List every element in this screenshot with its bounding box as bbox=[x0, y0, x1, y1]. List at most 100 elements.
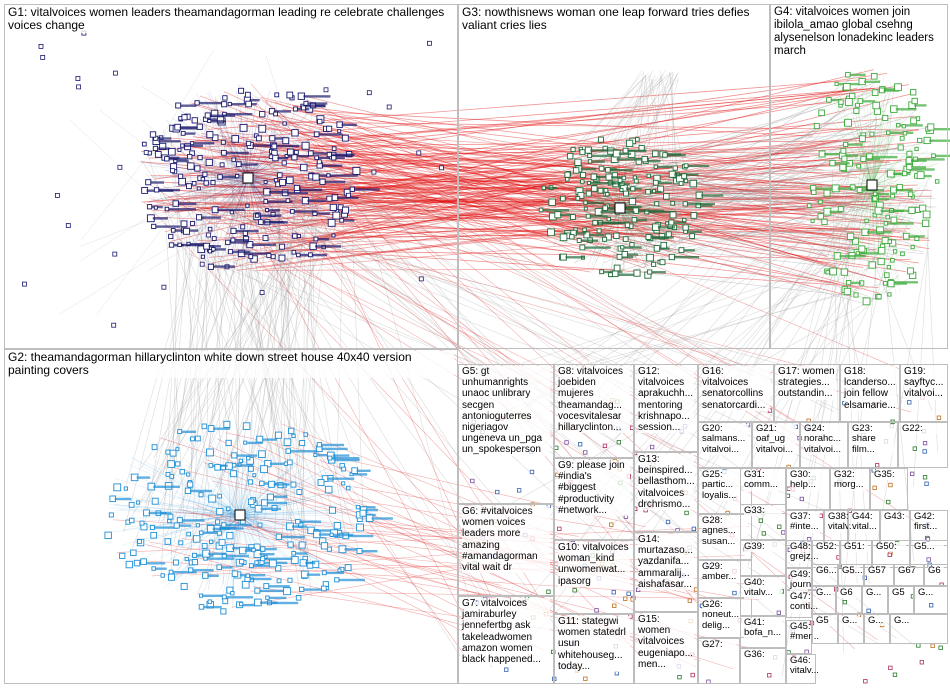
node bbox=[564, 171, 571, 178]
edge bbox=[247, 177, 293, 260]
node bbox=[314, 155, 319, 161]
group-label-g50: G50: bbox=[876, 541, 906, 553]
node bbox=[866, 608, 871, 613]
edge bbox=[228, 441, 241, 516]
edge bbox=[351, 159, 625, 239]
node-label bbox=[240, 163, 258, 166]
edge bbox=[830, 184, 873, 241]
node bbox=[317, 479, 325, 487]
group-panel-g30: G30: help... bbox=[786, 468, 830, 510]
edge bbox=[823, 118, 873, 186]
node bbox=[426, 40, 432, 46]
edge bbox=[153, 167, 248, 291]
edge bbox=[223, 197, 581, 205]
node bbox=[242, 230, 248, 236]
edge bbox=[152, 177, 249, 207]
group-panel-g5: G5: gt unhumanrights unaoc unlibrary sec… bbox=[458, 364, 554, 504]
node bbox=[287, 541, 294, 548]
edge bbox=[206, 120, 919, 131]
edge bbox=[871, 184, 885, 294]
node bbox=[538, 207, 544, 213]
node bbox=[135, 500, 141, 505]
edge bbox=[191, 169, 217, 470]
node bbox=[623, 190, 629, 197]
edge bbox=[239, 464, 295, 516]
edge bbox=[126, 162, 335, 526]
edge bbox=[203, 121, 295, 478]
node-label bbox=[260, 601, 278, 604]
edge bbox=[592, 88, 881, 183]
node-label bbox=[859, 252, 882, 255]
edge bbox=[246, 140, 249, 179]
node-label bbox=[208, 552, 227, 555]
edge bbox=[198, 125, 241, 560]
node bbox=[327, 455, 333, 461]
edge bbox=[247, 177, 324, 236]
node-label bbox=[575, 232, 587, 235]
node bbox=[231, 135, 239, 143]
node-label bbox=[909, 168, 935, 171]
node bbox=[140, 558, 147, 565]
edge bbox=[237, 209, 646, 229]
node bbox=[611, 590, 616, 595]
group-label-g20: G20: salmans... vitalvoi... bbox=[702, 423, 748, 456]
node bbox=[248, 563, 254, 569]
group-panel-g36: G36: bbox=[740, 648, 786, 684]
node bbox=[55, 192, 60, 198]
node-label bbox=[168, 157, 188, 161]
edge bbox=[619, 142, 650, 209]
group-panel-g40: G40: vitalv... bbox=[740, 576, 786, 616]
edge bbox=[161, 493, 241, 516]
node bbox=[279, 243, 286, 250]
edge bbox=[194, 112, 249, 179]
node-label bbox=[184, 144, 203, 147]
edge bbox=[671, 71, 674, 204]
node bbox=[337, 129, 342, 134]
node-label bbox=[203, 594, 227, 597]
edge bbox=[144, 99, 218, 527]
node-label bbox=[688, 164, 710, 168]
edge bbox=[239, 497, 295, 516]
group-label-g15: G15: women vitalvoices eugeniapo... men.… bbox=[638, 614, 694, 670]
node bbox=[877, 246, 886, 255]
node-label bbox=[181, 519, 205, 522]
node bbox=[818, 199, 823, 205]
edge bbox=[871, 149, 912, 186]
edge bbox=[615, 152, 934, 158]
edge bbox=[650, 273, 879, 300]
edge bbox=[159, 177, 249, 221]
edge bbox=[619, 207, 640, 269]
node bbox=[130, 549, 137, 556]
edge bbox=[521, 251, 877, 379]
node-label bbox=[333, 458, 360, 462]
node bbox=[321, 570, 327, 576]
group-panel-g48: G48: grejz... bbox=[786, 540, 819, 568]
node bbox=[691, 526, 696, 531]
node bbox=[651, 150, 659, 158]
edge bbox=[180, 439, 241, 516]
edge bbox=[822, 184, 873, 250]
group-panel-g33: G33: bbox=[740, 504, 786, 540]
edge bbox=[837, 96, 873, 186]
edge bbox=[312, 196, 806, 210]
node bbox=[897, 144, 904, 151]
edge bbox=[609, 101, 891, 273]
node-label bbox=[226, 596, 254, 599]
node bbox=[245, 203, 250, 208]
edge bbox=[837, 184, 873, 280]
edge bbox=[182, 498, 241, 516]
node-label bbox=[215, 248, 226, 251]
edge bbox=[142, 101, 259, 516]
edge bbox=[304, 110, 814, 137]
node bbox=[274, 431, 283, 439]
edge bbox=[616, 100, 878, 224]
node-label bbox=[701, 194, 724, 197]
edge bbox=[239, 514, 334, 570]
node bbox=[355, 504, 361, 510]
node bbox=[263, 199, 269, 204]
node bbox=[239, 601, 244, 607]
edge bbox=[182, 490, 241, 516]
node-label bbox=[844, 154, 858, 157]
node bbox=[817, 213, 824, 220]
node bbox=[901, 170, 908, 177]
